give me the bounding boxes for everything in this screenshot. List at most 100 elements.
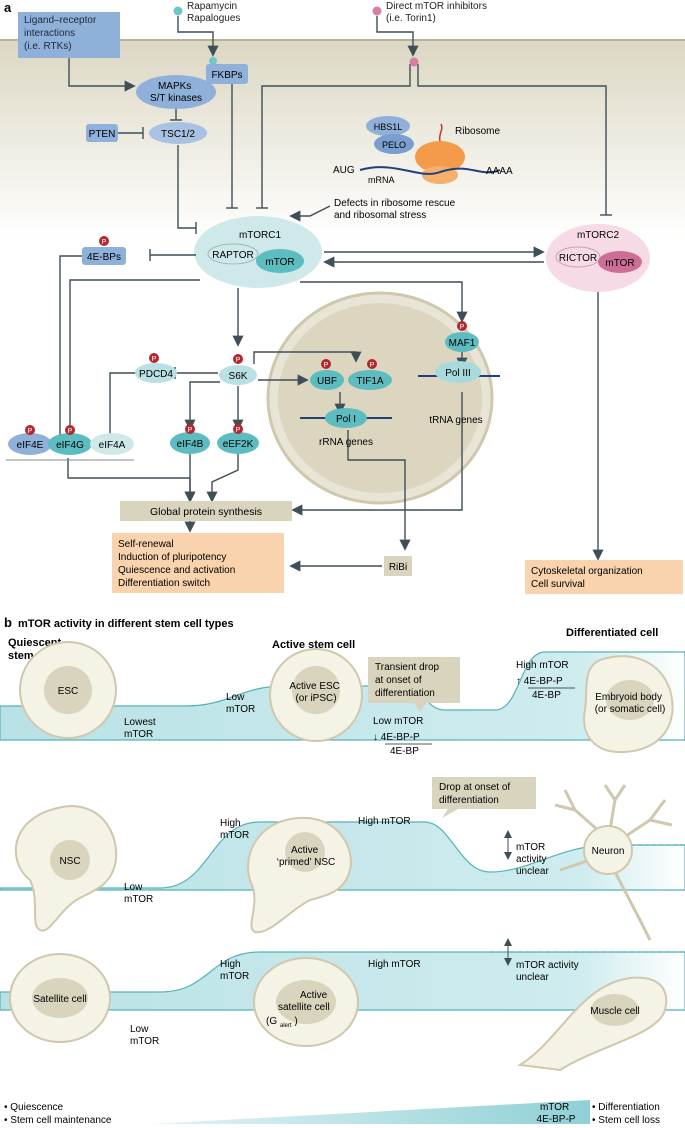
ubf-node bbox=[310, 370, 344, 390]
ribi-box bbox=[384, 556, 412, 576]
mrna-strand bbox=[359, 166, 501, 175]
row1-ratio-low-den: 4E-BP bbox=[390, 746, 419, 757]
row3-low-1: Low bbox=[130, 1024, 149, 1035]
phospho-4ebp bbox=[99, 236, 109, 246]
svg-text:P: P bbox=[324, 362, 329, 369]
eef2k-label: eEF2K bbox=[223, 439, 254, 450]
defects-label-2: and ribosomal stress bbox=[334, 210, 426, 221]
mrna-label: mRNA bbox=[368, 175, 395, 185]
active-esc-label-2: (or iPSC) bbox=[295, 693, 336, 704]
pol1-node bbox=[325, 408, 367, 428]
aug-label: AUG bbox=[333, 165, 355, 176]
hbs1l-node bbox=[366, 116, 410, 136]
eef2k-node bbox=[217, 432, 259, 454]
pelo-label: PELO bbox=[382, 140, 406, 150]
svg-text:P: P bbox=[68, 428, 73, 435]
eif4a-label: eIF4A bbox=[99, 440, 126, 451]
eif4a-node bbox=[90, 433, 134, 455]
ligand-line-3: (i.e. RTKs) bbox=[24, 41, 72, 52]
active-sat-label-2: satellite cell bbox=[278, 1002, 330, 1013]
svg-text:P: P bbox=[460, 324, 465, 331]
muscle-label: Muscle cell bbox=[590, 1006, 639, 1017]
row3-unclear-2: unclear bbox=[516, 972, 549, 983]
neuron-cell bbox=[583, 825, 633, 875]
svg-text:P: P bbox=[102, 239, 107, 246]
tif1a-node bbox=[348, 370, 392, 390]
legend-right-1: • bbox=[592, 1102, 598, 1113]
muscle-nucleus bbox=[591, 994, 639, 1026]
legend-left-2: • bbox=[4, 1115, 10, 1126]
torin-bound-dot bbox=[409, 57, 419, 67]
ubf-label: UBF bbox=[317, 376, 337, 387]
embryoid-nucleus bbox=[606, 680, 654, 720]
row1-lowest-2: mTOR bbox=[124, 729, 153, 740]
rapalogues-label: Rapalogues bbox=[187, 13, 240, 24]
svg-text:Defects in ribosome rescue: Defects in ribosome rescue and ribosomal… bbox=[334, 198, 458, 221]
svg-text:Ligand–receptor interactio: Ligand–receptor interactions (i.e. RTKs) bbox=[24, 15, 99, 52]
row2-unclear-1: mTOR bbox=[516, 842, 545, 853]
rictor-label: RICTOR bbox=[559, 253, 597, 264]
row1-low-mtor: Low mTOR bbox=[373, 716, 423, 727]
mtor-label-c1: mTOR bbox=[265, 257, 294, 268]
svg-text:(G alert ): (G alert ) bbox=[266, 1016, 298, 1030]
ligand-box bbox=[18, 12, 120, 58]
row2-callout bbox=[432, 777, 536, 809]
ligand-line-2: interactions bbox=[24, 28, 75, 39]
svg-text:P: P bbox=[236, 427, 241, 434]
row2-callout-1: Drop at onset of bbox=[439, 782, 510, 793]
row3-low-2: mTOR bbox=[130, 1036, 159, 1047]
active-nsc-label-2: ‘primed’ NSC bbox=[277, 857, 336, 868]
mtor-node-c1 bbox=[256, 249, 304, 273]
active-esc-label-1: Active ESC bbox=[289, 681, 340, 692]
row2-high1-1: High bbox=[220, 818, 241, 829]
mtorc1-label: mTORC1 bbox=[239, 230, 281, 241]
svg-text:Cytoskeletal organization: Cytoskeletal organization Cell survival bbox=[531, 566, 646, 590]
row3-high2: High mTOR bbox=[368, 959, 421, 970]
panel-a-label: a bbox=[4, 0, 12, 15]
svg-text:Low mTOR: Low mTOR bbox=[124, 882, 153, 905]
pelo-node bbox=[374, 134, 414, 154]
outcome-right-1: Cytoskeletal organization bbox=[531, 566, 643, 577]
row1-ratio-high-num: ↑ 4E-BP-P bbox=[516, 676, 563, 687]
raptor-node bbox=[207, 243, 259, 265]
4ebps-node bbox=[82, 247, 126, 265]
esc-label: ESC bbox=[58, 686, 79, 697]
panel-b-title: mTOR activity in different stem cell typ… bbox=[18, 618, 234, 630]
active-esc-nucleus bbox=[292, 666, 340, 714]
trna-genes-label: tRNA genes bbox=[429, 415, 482, 426]
nsc-label: NSC bbox=[59, 856, 80, 867]
svg-text:Low mTOR: Low mTOR bbox=[226, 692, 255, 715]
svg-text:High mTOR: High mTOR bbox=[220, 818, 249, 841]
row3-high1-1: High bbox=[220, 959, 241, 970]
row2-low-2: mTOR bbox=[124, 894, 153, 905]
defects-label-1: Defects in ribosome rescue bbox=[334, 198, 456, 209]
pol3-label: Pol III bbox=[445, 368, 471, 379]
outcome-left-3: Quiescence and activation bbox=[118, 565, 235, 576]
active-nsc-label-1: Active bbox=[291, 845, 319, 856]
svg-text:Low mTOR: Low mTOR bbox=[130, 1024, 159, 1047]
pol3-node bbox=[435, 361, 481, 383]
pol1-label: Pol I bbox=[336, 414, 356, 425]
row3-unclear-1: mTOR activity bbox=[516, 960, 579, 971]
mapk-label-2: S/T kinases bbox=[150, 93, 202, 104]
neuron-dendrites bbox=[554, 784, 673, 941]
galert-sub: alert bbox=[280, 1023, 292, 1029]
nucleus-inner bbox=[278, 303, 482, 493]
eif4g-label: eIF4G bbox=[56, 440, 84, 451]
torin-label-2: (i.e. Torin1) bbox=[386, 13, 436, 24]
row2-high2: High mTOR bbox=[358, 816, 411, 827]
svg-text:Direct mTOR inhibitors (i.: Direct mTOR inhibitors (i.e. Torin1) bbox=[386, 1, 490, 24]
torin-label-1: Direct mTOR inhibitors bbox=[386, 1, 487, 12]
active-sat-label-1: Active bbox=[300, 990, 328, 1001]
pdcd4-label: PDCD4 bbox=[139, 369, 173, 380]
s6k-node bbox=[219, 365, 257, 385]
active-satellite-nucleus bbox=[276, 980, 336, 1024]
row1-callout-2: at onset of bbox=[375, 675, 422, 686]
svg-text:Rapamycin Rapalogues: Rapamycin Rapalogues bbox=[187, 1, 240, 24]
active-nsc-cell bbox=[247, 816, 352, 934]
ribosome-large-subunit bbox=[415, 141, 465, 173]
4ebps-label: 4E-BPs bbox=[87, 252, 121, 263]
row1-callout-1: Transient drop bbox=[375, 662, 440, 673]
row1-lowest-1: Lowest bbox=[124, 717, 156, 728]
